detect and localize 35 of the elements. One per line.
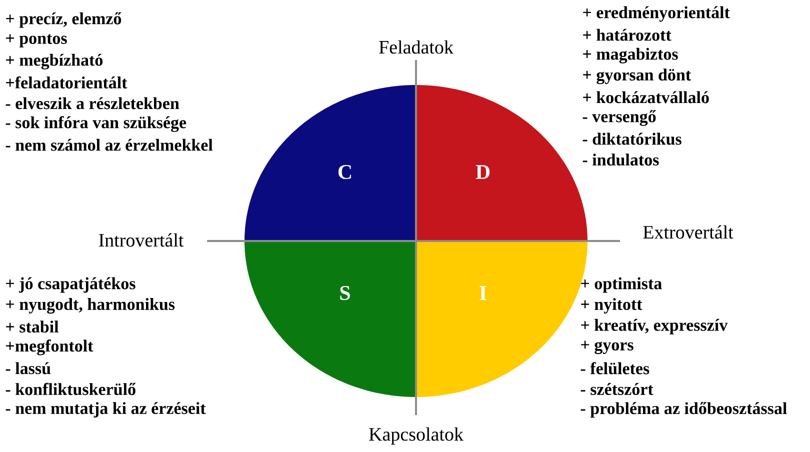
trait-item: + nyitott: [581, 298, 642, 314]
trait-item: + magabiztos: [583, 48, 678, 64]
trait-item: + precíz, elemző: [6, 12, 122, 28]
trait-item: - probléma az időbeosztással: [580, 402, 787, 418]
trait-item: + eredményorientált: [583, 6, 730, 22]
trait-item: - nem számol az érzelmekkel: [6, 138, 213, 151]
trait-item: + optimista: [581, 277, 662, 293]
trait-item: - diktatórikus: [582, 132, 682, 145]
trait-item: +feladatorientált: [6, 76, 128, 88]
trait-item: +megfontolt: [6, 340, 94, 356]
trait-item: - konfliktuskerülő: [6, 382, 136, 396]
trait-item: + jó csapatjátékos: [6, 277, 136, 293]
axis-label: Feladatok: [379, 40, 454, 54]
axis-label: Extrovertált: [643, 225, 734, 239]
trait-item: + stabil: [6, 320, 59, 333]
axis-label: Introvertált: [98, 233, 184, 247]
trait-item: - lassú: [6, 362, 51, 374]
quadrant: C: [244, 85, 416, 241]
trait-item: + gyorsan dönt: [583, 68, 691, 84]
trait-item: - felületes: [580, 362, 650, 374]
trait-item: - sok infóra van szüksége: [6, 116, 186, 132]
trait-item: - szétszórt: [580, 383, 654, 395]
trait-item: + kreatív, expresszív: [581, 318, 728, 334]
quadrant: S: [244, 241, 416, 397]
trait-item: + kockázatvállaló: [583, 91, 709, 104]
trait-item: - nem mutatja ki az érzéseit: [6, 402, 206, 418]
trait-item: + nyugodt, harmonikus: [6, 298, 175, 314]
trait-item: + megbízható: [6, 54, 103, 70]
trait-item: - indulatos: [582, 154, 659, 166]
trait-item: + gyors: [581, 340, 634, 354]
trait-item: + határozott: [583, 28, 672, 41]
trait-item: - elveszik a részletekben: [6, 97, 180, 110]
axis-label: Kapcsolatok: [369, 427, 464, 445]
trait-item: - versengő: [582, 110, 656, 126]
trait-item: + pontos: [6, 34, 67, 48]
